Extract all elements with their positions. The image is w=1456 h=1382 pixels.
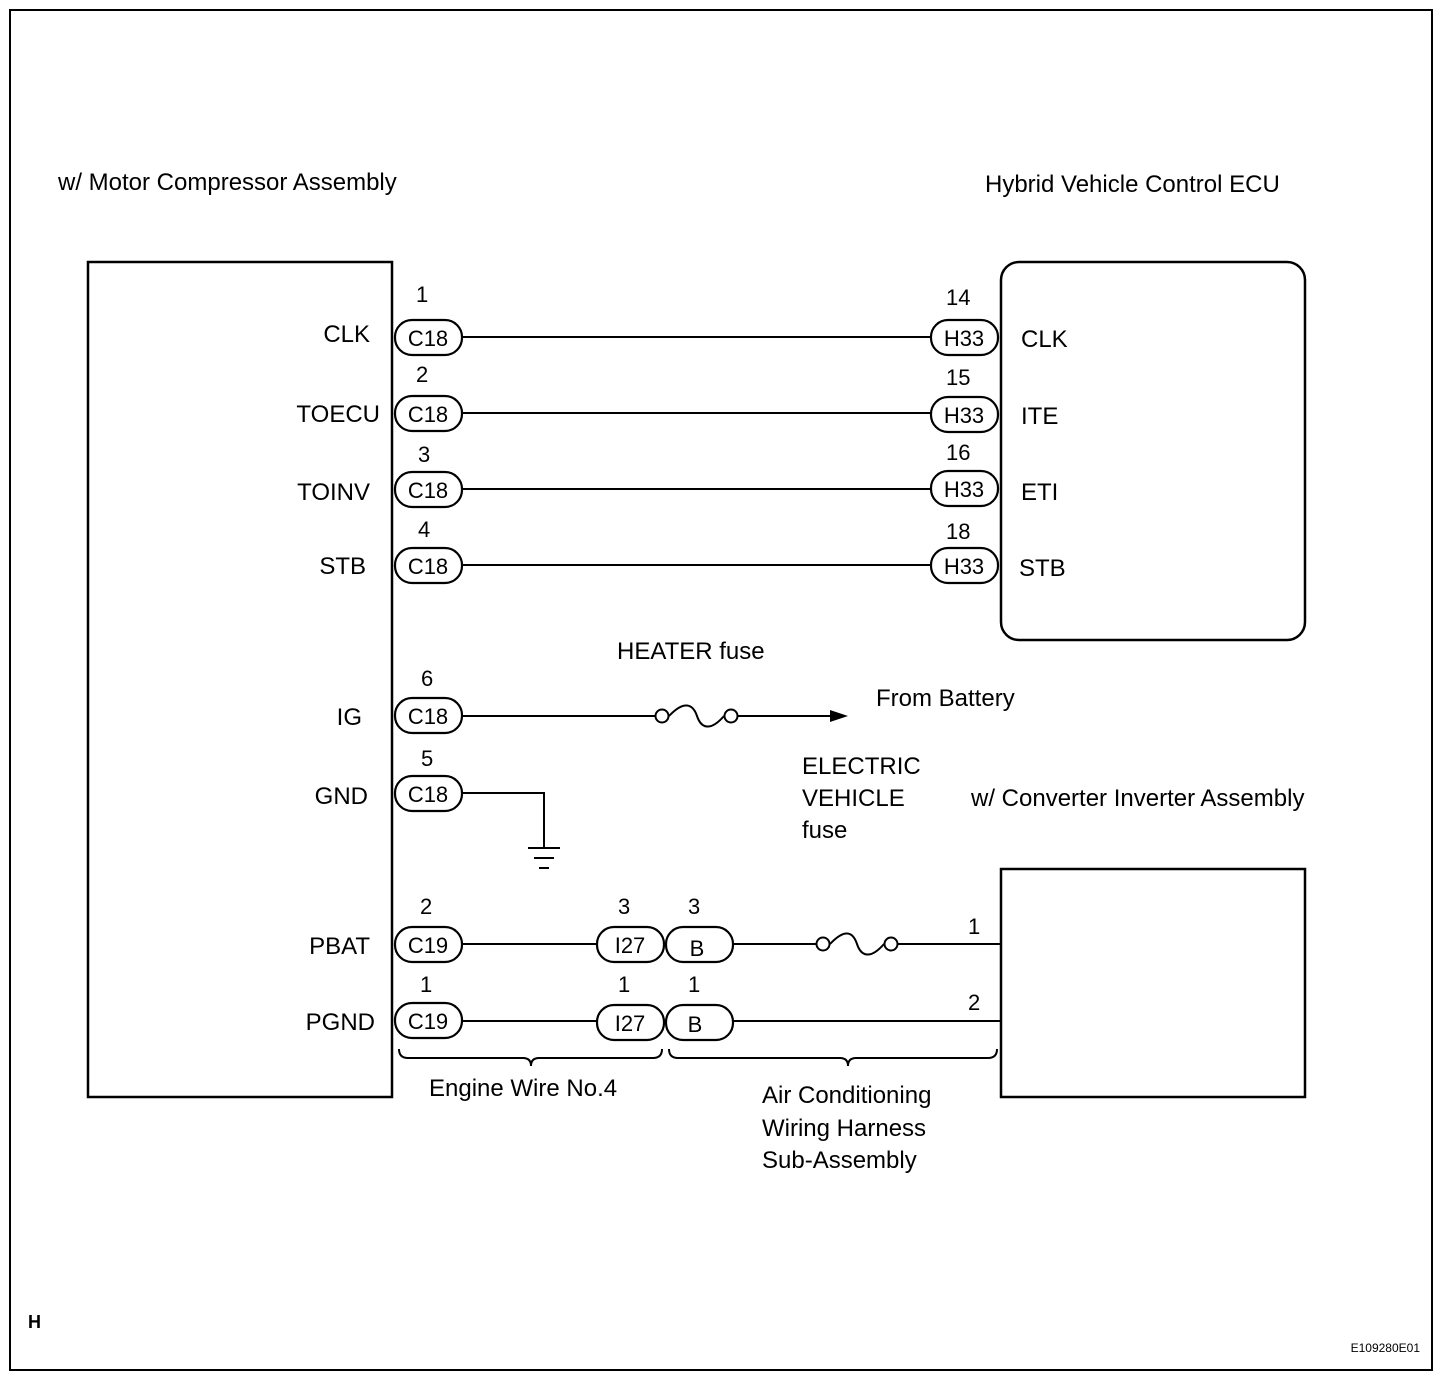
ev-fuse-label-line2: VEHICLE xyxy=(802,785,905,812)
pbat-wire: 2 3 3 PBAT C19 I27 B 1 xyxy=(309,894,1001,964)
left-pin-number: 2 xyxy=(416,362,428,387)
inverter-title: w/ Converter Inverter Assembly xyxy=(970,785,1304,812)
ac-harness-label-line2: Wiring Harness xyxy=(762,1115,926,1142)
corner-mark: H xyxy=(28,1312,41,1332)
engine-wire-label: Engine Wire No.4 xyxy=(429,1075,617,1102)
connector-pill xyxy=(595,1003,666,1042)
fuse-label: HEATER fuse xyxy=(617,638,765,665)
pin-c-number: 1 xyxy=(688,972,700,997)
motor-compressor-box xyxy=(86,260,394,1099)
left-pin-label: PBAT xyxy=(309,933,370,960)
inverter-box xyxy=(999,867,1307,1099)
signal-wire-clk: 1 CLK C18 14 H33 CLK xyxy=(323,282,1068,357)
ecu-box xyxy=(999,260,1307,642)
arrow-icon xyxy=(830,710,848,722)
left-pin-label: TOINV xyxy=(297,479,370,506)
left-pin-label: CLK xyxy=(323,321,370,348)
left-pin-number: 3 xyxy=(418,442,430,467)
ground-icon xyxy=(528,847,560,869)
connector-label: I27 xyxy=(615,1011,646,1036)
connector-label: C18 xyxy=(408,704,448,729)
pin-a-number: 1 xyxy=(420,972,432,997)
right-pin-label: ETI xyxy=(1021,479,1058,506)
left-pin-label: TOECU xyxy=(296,401,380,428)
connector-label: I27 xyxy=(615,933,646,958)
inverter-pin-number: 2 xyxy=(968,990,980,1015)
ev-fuse-label-line1: ELECTRIC xyxy=(802,753,921,780)
connector-label: H33 xyxy=(944,554,984,579)
pin-b-number: 1 xyxy=(618,972,630,997)
heater-fuse-icon xyxy=(654,704,739,728)
motor-compressor-title: w/ Motor Compressor Assembly xyxy=(57,169,397,196)
connector-label: C19 xyxy=(408,1009,448,1034)
connector-pill xyxy=(929,318,1000,357)
right-pin-label: STB xyxy=(1019,555,1066,582)
signal-wire-toecu: 2 TOECU C18 15 H33 ITE xyxy=(296,362,1058,434)
wire xyxy=(462,792,545,848)
left-pin-label: GND xyxy=(315,783,368,810)
right-pin-label: ITE xyxy=(1021,403,1058,430)
connector-pill xyxy=(929,395,1000,434)
ig-wire: HEATER fuse 6 IG C18 From Battery xyxy=(337,638,1015,735)
pin-b-number: 3 xyxy=(618,894,630,919)
pgnd-wire: 1 1 1 PGND C19 I27 B 2 xyxy=(306,972,1001,1042)
connector-label: H33 xyxy=(944,326,984,351)
left-pin-label: IG xyxy=(337,704,362,731)
right-pin-number: 14 xyxy=(946,285,970,310)
right-pin-number: 16 xyxy=(946,440,970,465)
diagram-frame xyxy=(9,9,1433,1371)
connector-label: C18 xyxy=(408,782,448,807)
connector-pill xyxy=(595,925,666,964)
pin-c-number: 3 xyxy=(688,894,700,919)
signal-wire-stb: 4 STB C18 18 H33 STB xyxy=(319,517,1066,585)
ev-fuse-icon xyxy=(815,932,899,956)
right-pin-number: 18 xyxy=(946,519,970,544)
connector-pill xyxy=(929,546,1000,585)
left-pin-number: 6 xyxy=(421,666,433,691)
pin-a-number: 2 xyxy=(420,894,432,919)
left-pin-number: 1 xyxy=(416,282,428,307)
signal-wire-toinv: 3 TOINV C18 16 H33 ETI xyxy=(297,440,1058,509)
inverter-pin-number: 1 xyxy=(968,914,980,939)
left-pin-label: PGND xyxy=(306,1009,375,1036)
left-pin-number: 4 xyxy=(418,517,430,542)
right-pin-number: 15 xyxy=(946,365,970,390)
left-pin-number: 5 xyxy=(421,746,433,771)
connector-label: H33 xyxy=(944,403,984,428)
engine-wire-brace xyxy=(398,1048,663,1067)
connector-pill xyxy=(664,1003,735,1042)
ac-harness-label-line3: Sub-Assembly xyxy=(762,1147,917,1174)
connector-label: B xyxy=(688,1012,703,1037)
connector-pill xyxy=(929,469,1000,508)
connector-label: C18 xyxy=(408,326,448,351)
gnd-wire: 5 GND C18 xyxy=(315,746,560,869)
left-pin-label: STB xyxy=(319,553,366,580)
connector-label: C18 xyxy=(408,554,448,579)
ev-fuse-label-line3: fuse xyxy=(802,817,847,844)
figure-code: E109280E01 xyxy=(1351,1341,1421,1355)
destination-label: From Battery xyxy=(876,685,1015,712)
connector-label: B xyxy=(690,936,705,961)
connector-label: C18 xyxy=(408,478,448,503)
connector-label: H33 xyxy=(944,477,984,502)
connector-label: C19 xyxy=(408,933,448,958)
right-pin-label: CLK xyxy=(1021,326,1068,353)
ac-harness-brace xyxy=(668,1048,998,1067)
ac-harness-label-line1: Air Conditioning xyxy=(762,1082,931,1109)
connector-label: C18 xyxy=(408,402,448,427)
ecu-title: Hybrid Vehicle Control ECU xyxy=(985,171,1280,198)
